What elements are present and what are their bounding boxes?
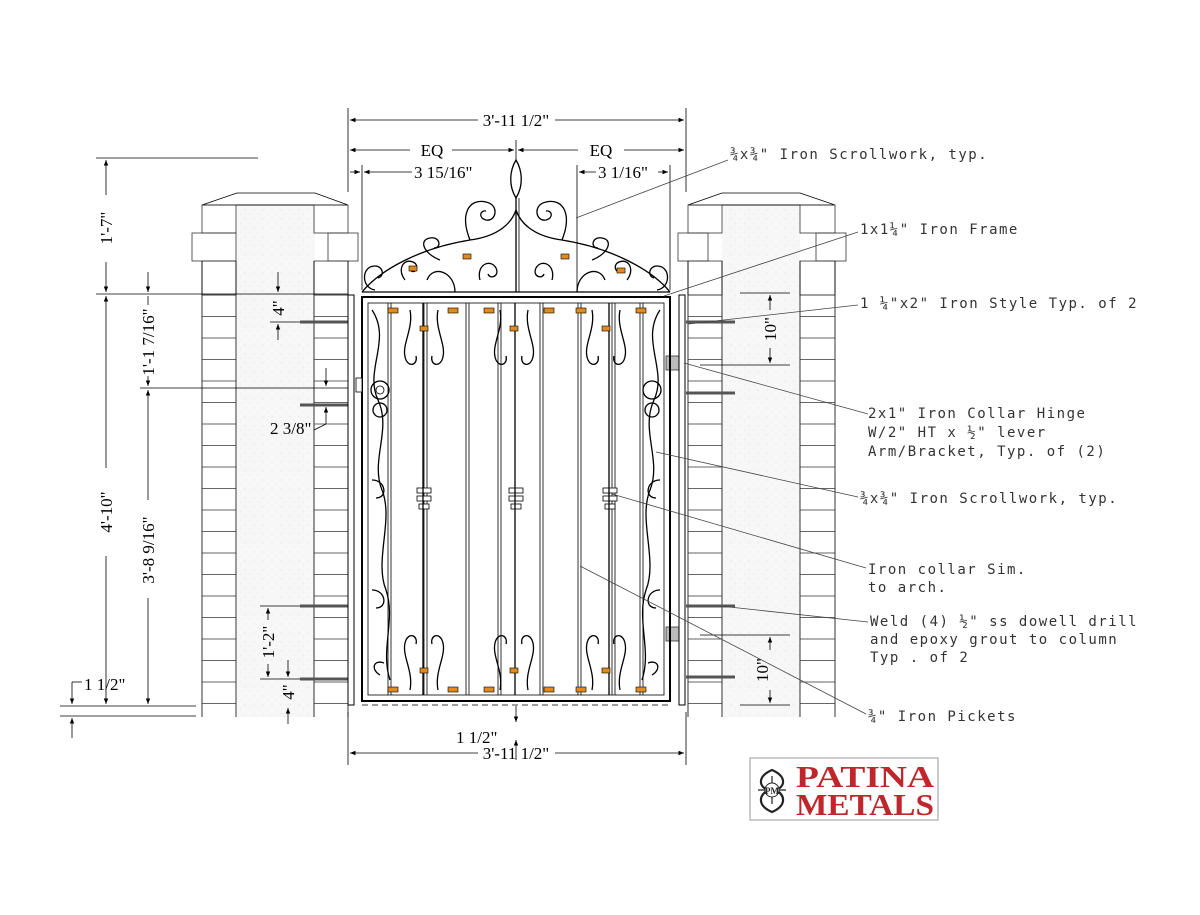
note-collar-line2: to arch. [868, 580, 947, 596]
note-iron-frame: 1x1¼" Iron Frame [860, 222, 1019, 238]
logo-monogram: PM [765, 786, 779, 796]
note-hinge-line2: W/2" HT x ½" lever [868, 425, 1047, 441]
note-weld-line2: and epoxy grout to column [870, 632, 1118, 648]
dim-hinge-bottom-offset: 10" [753, 658, 772, 682]
note-hinge-line3: Arm/Bracket, Typ. of (2) [868, 444, 1106, 460]
note-collar-line1: Iron collar Sim. [868, 562, 1027, 578]
note-iron-style: 1 ¼"x2" Iron Style Typ. of 2 [860, 296, 1138, 312]
dim-upper-section: 1'-1 7/16" [139, 308, 158, 375]
dim-dowel-bottom-offset: 4" [279, 684, 298, 699]
dim-left-offset: 3 15/16" [414, 163, 472, 182]
dim-dowel-top-offset: 4" [269, 300, 288, 315]
note-weld-line3: Typ . of 2 [870, 650, 969, 666]
dim-total-height: 4'-10" [97, 491, 116, 532]
right-column [665, 192, 847, 717]
monogram-icon: PM [758, 768, 786, 814]
dim-lower-section: 3'-8 9/16" [139, 516, 158, 583]
note-pickets: ¾" Iron Pickets [868, 709, 1017, 725]
dim-arch-height: 1'-7" [97, 212, 116, 245]
logo-line1: PATINA [796, 759, 935, 794]
dimensions: 3'-11 1/2" EQ EQ 3 15/16" 3 1/16" 1'-7" … [60, 108, 790, 765]
dim-eq-right: EQ [590, 141, 613, 160]
dim-dowel-lower: 1'-2" [259, 626, 278, 659]
note-weld-line1: Weld (4) ½" ss dowell drill [870, 614, 1138, 630]
annotations: ¾x¾" Iron Scrollwork, typ. 1x1¼" Iron Fr… [575, 147, 1138, 725]
note-scrollwork-top: ¾x¾" Iron Scrollwork, typ. [730, 147, 988, 163]
dim-overall-width-top: 3'-11 1/2" [483, 111, 550, 130]
dim-right-offset: 3 1/16" [598, 163, 648, 182]
logo-line2: METALS [796, 787, 934, 822]
dim-hinge-top-offset: 10" [761, 317, 780, 341]
gate [347, 158, 686, 706]
dim-ground-clearance-left: 1 1/2" [84, 675, 125, 694]
note-hinge-line1: 2x1" Iron Collar Hinge [868, 406, 1086, 422]
dim-latch-offset: 2 3/8" [270, 419, 311, 438]
patina-metals-logo: PM PATINA METALS [749, 757, 939, 822]
dim-overall-width-bottom: 3'-11 1/2" [483, 744, 550, 763]
dim-eq-left: EQ [421, 141, 444, 160]
dim-bottom-clearance: 1 1/2" [456, 728, 497, 747]
note-scrollwork-side: ¾x¾" Iron Scrollwork, typ. [860, 491, 1118, 507]
